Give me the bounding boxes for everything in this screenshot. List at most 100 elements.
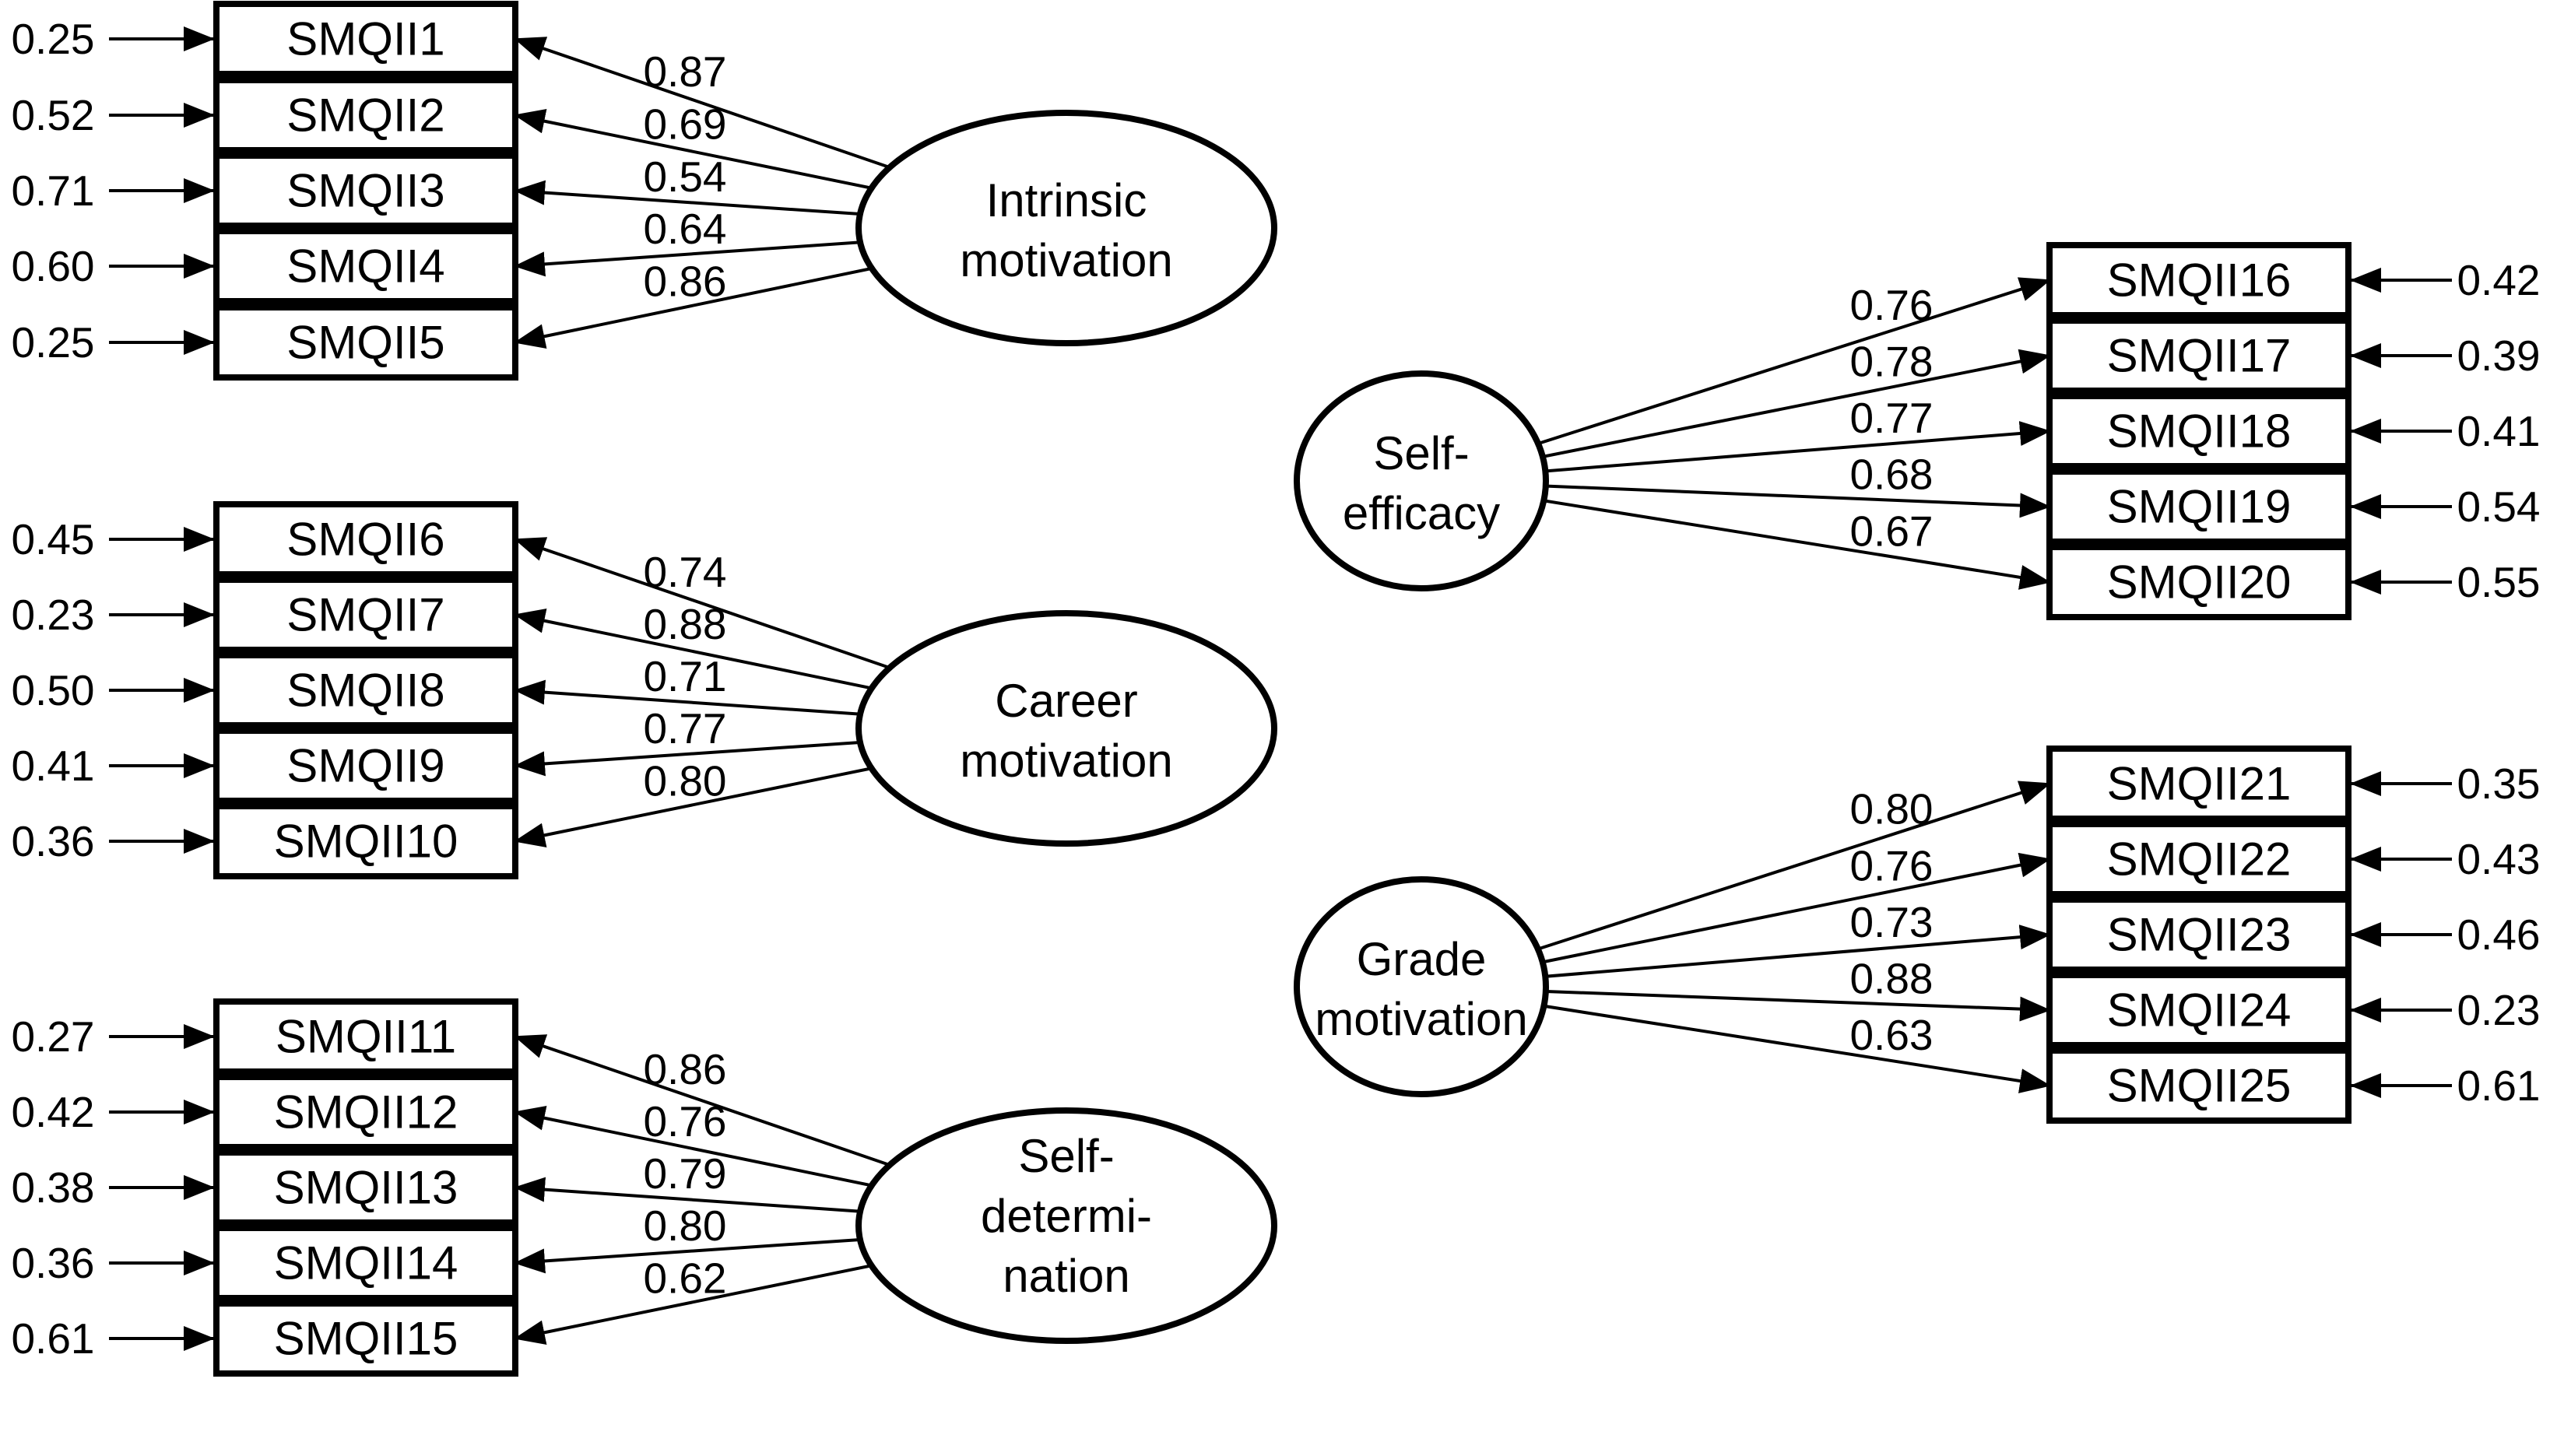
latent-ellipse — [855, 610, 1277, 847]
error-value: 0.38 — [11, 1163, 94, 1212]
loading-value: 0.80 — [643, 756, 726, 805]
error-value: 0.23 — [11, 591, 94, 639]
indicator-label: SMQII1 — [286, 13, 444, 65]
indicator-label: SMQII25 — [2107, 1060, 2292, 1112]
error-value: 0.36 — [11, 1239, 94, 1287]
error-value: 0.43 — [2457, 835, 2540, 883]
error-value: 0.39 — [2457, 332, 2540, 380]
indicator-label: SMQII8 — [286, 665, 444, 717]
indicator-box — [213, 1, 518, 77]
indicator-box — [213, 304, 518, 381]
error-value: 0.54 — [2457, 482, 2540, 531]
indicator-box — [213, 803, 518, 879]
error-value: 0.25 — [11, 15, 94, 63]
latent-label-line: nation — [1003, 1250, 1129, 1302]
error-value: 0.46 — [2457, 910, 2540, 959]
indicator-label: SMQII5 — [286, 317, 444, 369]
indicator-box — [213, 153, 518, 229]
indicator-label: SMQII21 — [2107, 758, 2292, 810]
loading-value: 0.78 — [1849, 337, 1933, 385]
latent-label-line: Career — [995, 675, 1137, 727]
indicator-box — [213, 77, 518, 153]
latent-ellipse — [1294, 876, 1549, 1097]
indicator-label: SMQII14 — [274, 1237, 458, 1289]
indicator-box — [2046, 1047, 2352, 1124]
latent-label-line: motivation — [1315, 993, 1527, 1045]
loading-value: 0.69 — [643, 100, 726, 149]
error-value: 0.55 — [2457, 558, 2540, 606]
indicator-box — [213, 577, 518, 653]
indicator-label: SMQII6 — [286, 514, 444, 566]
indicator-box — [2046, 393, 2352, 469]
indicator-label: SMQII18 — [2107, 405, 2292, 458]
error-value: 0.41 — [2457, 407, 2540, 455]
indicator-label: SMQII12 — [274, 1086, 458, 1138]
latent-ellipse — [1294, 370, 1549, 591]
indicator-box — [2046, 242, 2352, 318]
error-value: 0.61 — [11, 1314, 94, 1363]
loading-value: 0.88 — [1849, 954, 1933, 1002]
latent-label-line: Self- — [1018, 1130, 1114, 1182]
loading-value: 0.67 — [1849, 507, 1933, 555]
indicator-box — [213, 998, 518, 1075]
error-value: 0.35 — [2457, 760, 2540, 808]
loading-value: 0.80 — [643, 1202, 726, 1250]
error-value: 0.27 — [11, 1012, 94, 1061]
loading-value: 0.80 — [1849, 785, 1933, 833]
loading-value: 0.63 — [1849, 1011, 1933, 1059]
error-value: 0.42 — [2457, 256, 2540, 304]
loading-value: 0.79 — [643, 1149, 726, 1198]
indicator-box — [213, 652, 518, 728]
error-value: 0.45 — [11, 515, 94, 563]
loading-value: 0.54 — [643, 153, 726, 201]
loading-value: 0.64 — [643, 205, 726, 253]
indicator-label: SMQII9 — [286, 740, 444, 792]
latent-label-line: Self- — [1373, 427, 1469, 479]
indicator-label: SMQII22 — [2107, 833, 2292, 886]
indicator-label: SMQII20 — [2107, 556, 2292, 609]
indicator-label: SMQII23 — [2107, 909, 2292, 961]
indicator-label: SMQII24 — [2107, 984, 2292, 1037]
indicator-box — [2046, 468, 2352, 545]
loading-value: 0.87 — [643, 47, 726, 96]
error-value: 0.60 — [11, 242, 94, 290]
loading-value: 0.77 — [1849, 394, 1933, 442]
indicator-box — [213, 1149, 518, 1226]
indicator-label: SMQII7 — [286, 589, 444, 641]
latent-ellipse — [855, 1107, 1277, 1344]
error-value: 0.41 — [11, 742, 94, 790]
loading-value: 0.77 — [643, 704, 726, 753]
indicator-box — [213, 1225, 518, 1301]
indicator-label: SMQII11 — [276, 1011, 456, 1063]
indicator-label: SMQII2 — [286, 89, 444, 142]
error-value: 0.25 — [11, 318, 94, 367]
latent-label-line: Intrinsic — [986, 174, 1147, 226]
indicator-label: SMQII17 — [2107, 330, 2292, 382]
loading-value: 0.71 — [643, 652, 726, 700]
loading-value: 0.76 — [1849, 841, 1933, 889]
error-value: 0.71 — [11, 167, 94, 215]
indicator-label: SMQII3 — [286, 165, 444, 217]
indicator-box — [2046, 896, 2352, 973]
latent-label-line: determi- — [981, 1190, 1152, 1242]
latent-label-line: efficacy — [1343, 487, 1500, 539]
error-value: 0.52 — [11, 91, 94, 139]
loading-value: 0.86 — [643, 1045, 726, 1093]
latent-label-line: motivation — [960, 234, 1172, 286]
indicator-label: SMQII10 — [274, 816, 458, 868]
indicator-label: SMQII13 — [274, 1162, 458, 1214]
loading-value: 0.76 — [1849, 281, 1933, 329]
error-value: 0.36 — [11, 817, 94, 865]
latent-ellipse — [855, 110, 1277, 346]
indicator-label: SMQII4 — [286, 240, 444, 293]
loading-value: 0.73 — [1849, 898, 1933, 946]
latent-label-line: motivation — [960, 735, 1172, 787]
indicator-box — [213, 728, 518, 804]
loading-value: 0.76 — [643, 1097, 726, 1146]
